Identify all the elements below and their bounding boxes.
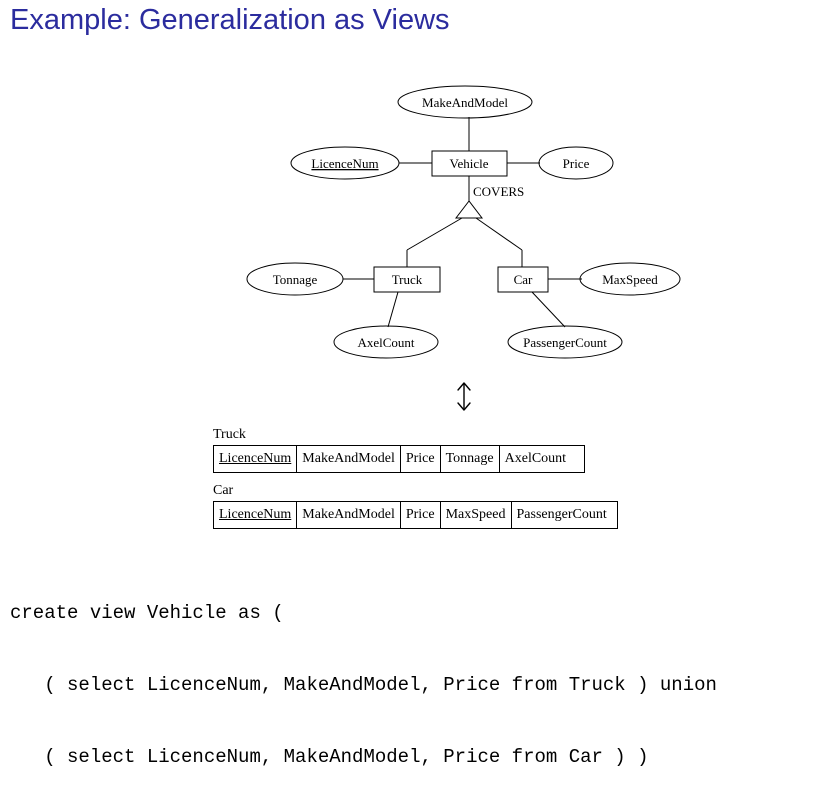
relation-truck-table: LicenceNum MakeAndModel Price Tonnage Ax… — [212, 445, 586, 473]
link-covers-car — [475, 217, 523, 251]
sql-view-definition: create view Vehicle as ( ( select Licenc… — [10, 553, 717, 793]
link-truck-axelcount — [387, 291, 399, 328]
attr-price-ellipse — [538, 146, 614, 180]
attr-passengercount-ellipse — [507, 325, 623, 359]
covers-label: COVERS — [473, 184, 524, 199]
entity-truck-label: Truck — [392, 272, 423, 287]
relation-car-column: Price — [399, 501, 441, 529]
relation-truck-column: MakeAndModel — [296, 445, 401, 473]
attr-axelcount-ellipse — [333, 325, 439, 359]
attr-makeandmodel-label: MakeAndModel — [422, 95, 508, 110]
attr-maxspeed-label: MaxSpeed — [602, 272, 658, 287]
attr-axelcount-label: AxelCount — [357, 335, 414, 350]
table-row: LicenceNum MakeAndModel Price Tonnage Ax… — [212, 445, 586, 473]
attr-passengercount-label: PassengerCount — [523, 335, 607, 350]
relation-car-column: PassengerCount — [510, 501, 618, 529]
entity-truck-box — [373, 266, 441, 293]
entity-vehicle-label: Vehicle — [450, 156, 489, 171]
attr-tonnage-label: Tonnage — [273, 272, 318, 287]
attr-licencenum-label: LicenceNum — [311, 156, 378, 171]
entity-car-label: Car — [514, 272, 533, 287]
relation-truck-name: Truck — [213, 427, 246, 442]
link-covers-truck — [406, 217, 463, 251]
relation-truck-key-column: LicenceNum — [212, 445, 298, 473]
sql-line: ( select LicenceNum, MakeAndModel, Price… — [10, 746, 649, 768]
relation-car-table: LicenceNum MakeAndModel Price MaxSpeed P… — [212, 501, 618, 529]
er-diagram: MakeAndModel LicenceNum Price Vehicle CO… — [246, 85, 681, 359]
relation-car-name: Car — [213, 483, 234, 498]
double-headed-vertical-arrow-icon — [457, 382, 471, 411]
relation-car-key-column: LicenceNum — [212, 501, 298, 529]
sql-line: create view Vehicle as ( — [10, 602, 284, 624]
entity-car-box — [497, 266, 549, 293]
table-row: LicenceNum MakeAndModel Price MaxSpeed P… — [212, 501, 618, 529]
covers-triangle — [454, 200, 484, 219]
attr-price-label: Price — [563, 156, 590, 171]
link-car-passengercount — [531, 291, 566, 328]
relation-truck-column: AxelCount — [498, 445, 586, 473]
relation-car-column: MaxSpeed — [439, 501, 512, 529]
relation-truck-column: Tonnage — [439, 445, 500, 473]
attr-makeandmodel-ellipse — [397, 85, 533, 119]
relation-truck-column: Price — [399, 445, 441, 473]
attr-licencenum-ellipse — [290, 146, 400, 180]
attr-maxspeed-ellipse — [579, 262, 681, 296]
relation-car-column: MakeAndModel — [296, 501, 401, 529]
entity-vehicle-box — [431, 150, 508, 177]
slide-title: Example: Generalization as Views — [10, 4, 450, 36]
sql-line: ( select LicenceNum, MakeAndModel, Price… — [10, 674, 717, 696]
attr-tonnage-ellipse — [246, 262, 344, 296]
